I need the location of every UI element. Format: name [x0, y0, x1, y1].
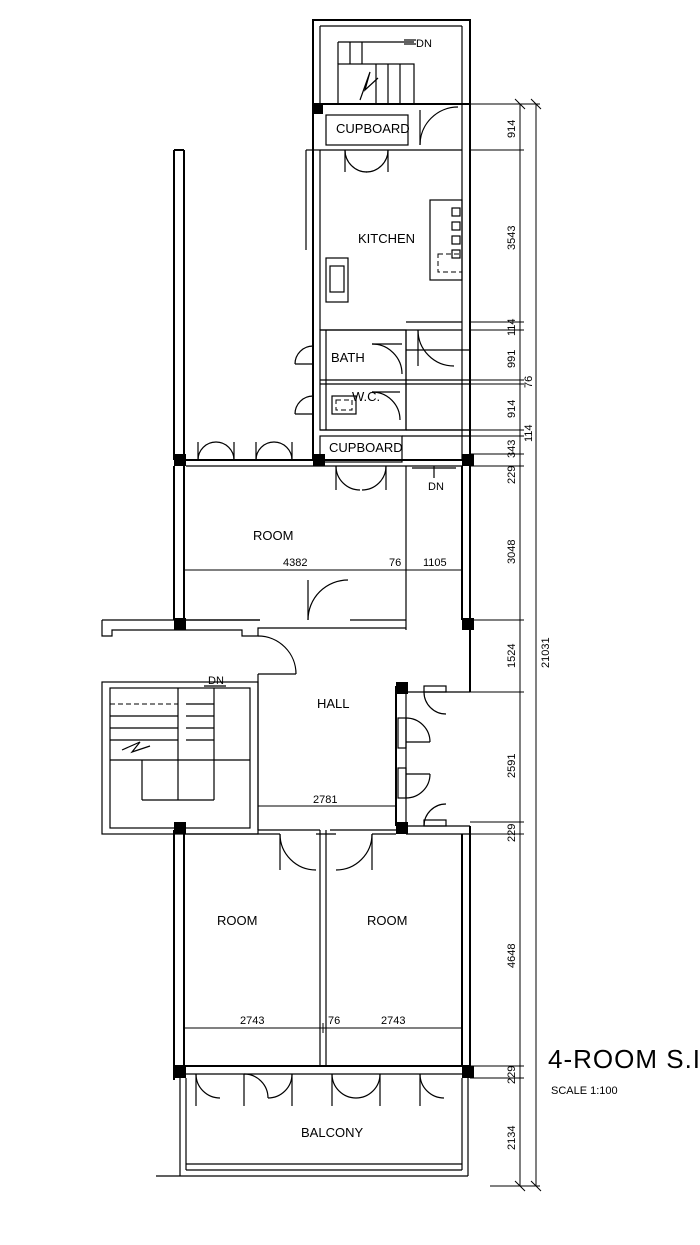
dim-2743-right: 2743 [381, 1015, 405, 1027]
dim-114-upper: 114 [506, 318, 518, 336]
main-stair [101, 681, 259, 835]
dim-229-c: 229 [506, 1066, 518, 1084]
dim-1524: 1524 [506, 644, 518, 668]
service-stair [312, 19, 471, 105]
dim-4382: 4382 [283, 557, 307, 569]
cupboard-mid [319, 429, 470, 463]
internal-dimension-lines [183, 565, 463, 1033]
dim-3048: 3048 [506, 540, 518, 564]
dim-76-right: 76 [523, 376, 535, 388]
dim-914-mid: 914 [506, 400, 518, 418]
dim-2591: 2591 [506, 754, 518, 778]
dim-4648: 4648 [506, 944, 518, 968]
room-top-label: ROOM [253, 528, 293, 543]
dim-2781: 2781 [313, 794, 337, 806]
dim-991: 991 [506, 350, 518, 368]
dim-229-a: 229 [506, 466, 518, 484]
balcony-walls [156, 1073, 469, 1177]
top-room-walls [173, 465, 474, 692]
dim-114-lower: 114 [523, 424, 535, 442]
hall-walls [101, 619, 470, 831]
dim-914-top: 914 [506, 120, 518, 138]
outer-walls [173, 149, 474, 467]
bottom-rooms-walls [173, 822, 474, 1080]
bath-label: BATH [331, 350, 365, 365]
dim-2743-left: 2743 [240, 1015, 264, 1027]
cupboard-mid-label: CUPBOARD [329, 440, 403, 455]
stair-dn-label-left: DN [208, 675, 224, 687]
right-dimension-lines [470, 98, 542, 1192]
room-right-label: ROOM [367, 913, 407, 928]
stair-dn-label-mid: DN [428, 481, 444, 493]
dim-3543: 3543 [506, 226, 518, 250]
kitchen-walls [305, 103, 471, 460]
wc-label: W.C. [352, 389, 380, 404]
dim-76-bottom: 76 [328, 1015, 340, 1027]
room-left-label: ROOM [217, 913, 257, 928]
dim-76-top: 76 [389, 557, 401, 569]
dim-2134: 2134 [506, 1126, 518, 1150]
hall-label: HALL [317, 696, 350, 711]
dim-343: 343 [506, 440, 518, 458]
dim-total: 21031 [540, 637, 552, 668]
plan-scale: SCALE 1:100 [551, 1085, 618, 1097]
plan-title: 4-ROOM S.I [548, 1044, 700, 1074]
stair-dn-label-top: DN [416, 38, 432, 50]
balcony-label: BALCONY [301, 1125, 363, 1140]
dim-1105: 1105 [423, 557, 447, 569]
kitchen-label: KITCHEN [358, 231, 415, 246]
cupboard-top-label: CUPBOARD [336, 121, 410, 136]
dim-229-b: 229 [506, 824, 518, 842]
